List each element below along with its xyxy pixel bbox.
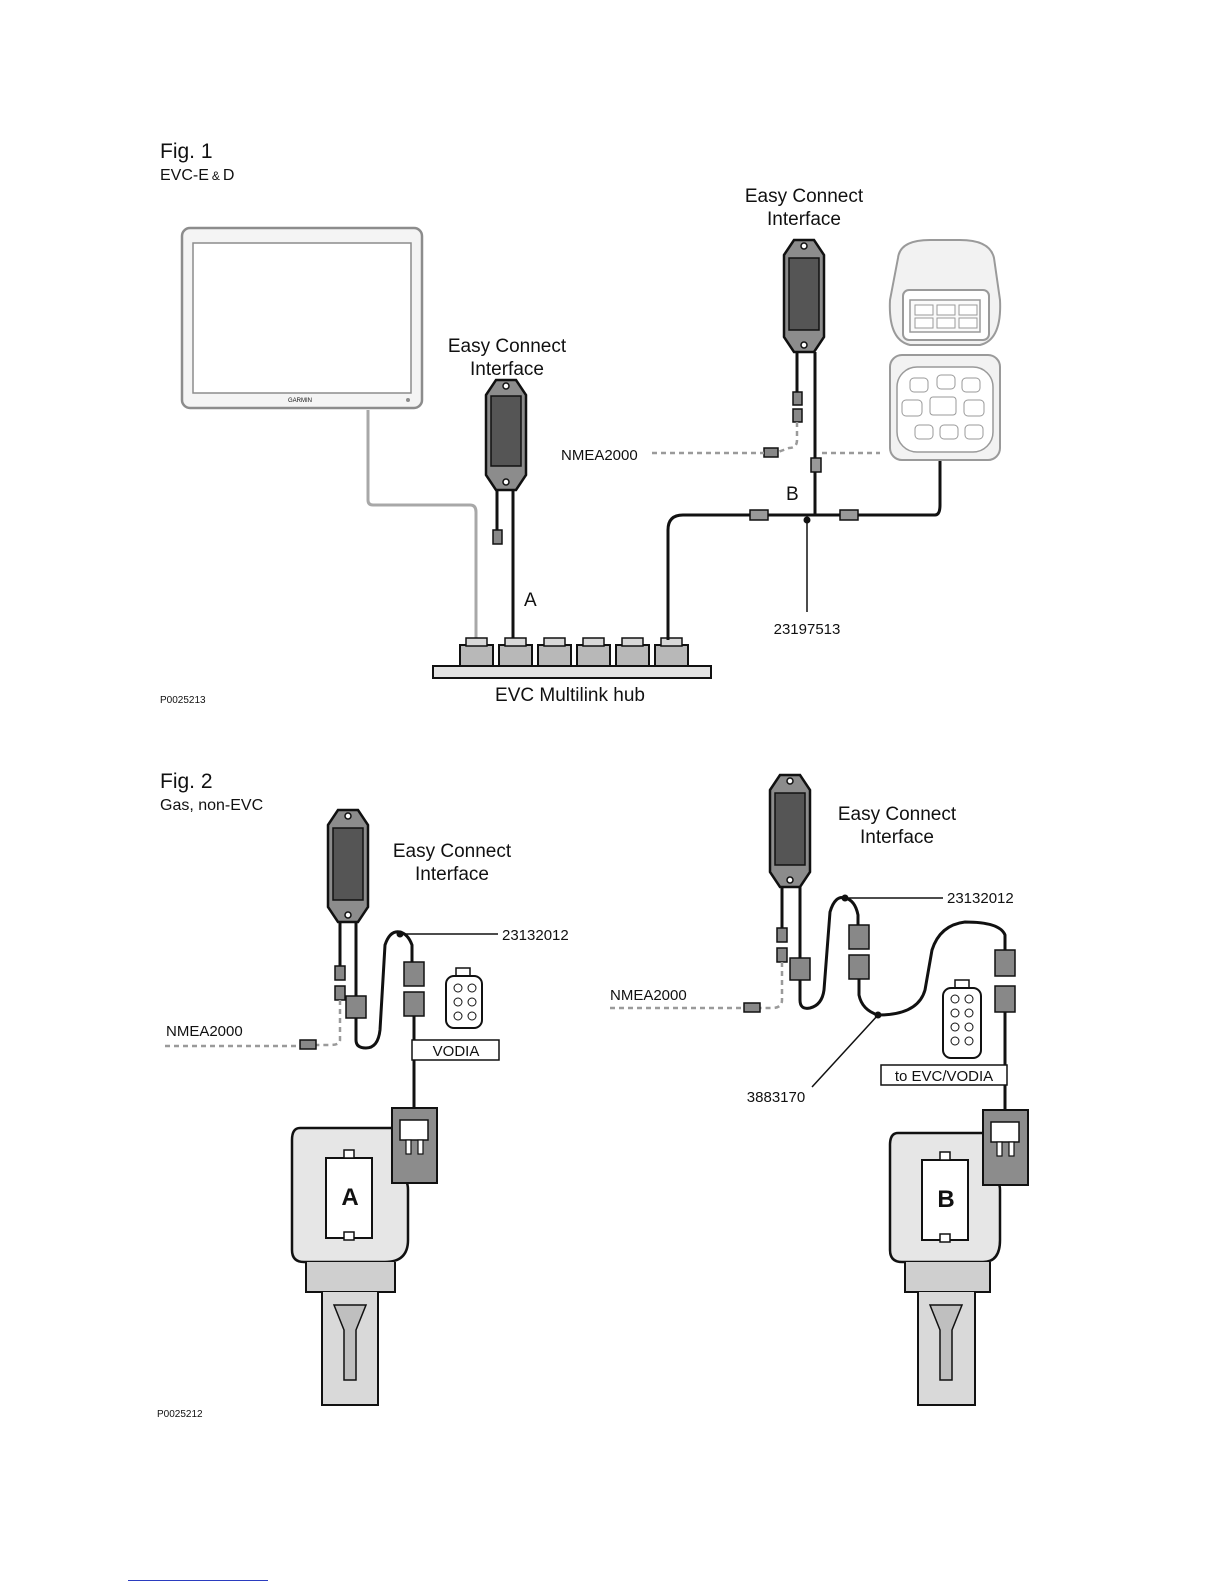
evc-multilink-hub xyxy=(433,638,711,678)
nmea-plug-icon xyxy=(744,1003,760,1012)
fig2-code: P0025212 xyxy=(157,1409,203,1420)
hub-label: EVC Multilink hub xyxy=(495,685,645,706)
evc-vodia-connector-icon-b xyxy=(943,980,981,1058)
module-label-b: B xyxy=(937,1186,954,1213)
fig2-subtitle: Gas, non-EVC xyxy=(160,797,263,814)
eci-a-label-line1: Easy Connect xyxy=(393,841,512,862)
fig1-subtitle: EVC-E&D xyxy=(160,167,234,184)
part-number-23197513: 23197513 xyxy=(774,621,841,638)
nmea-plug-icon xyxy=(300,1040,316,1049)
plug-icon xyxy=(493,530,502,544)
module-label-a: A xyxy=(341,1184,358,1211)
eci-right-label-line2: Interface xyxy=(767,209,841,230)
fig2-b-nmea-label: NMEA2000 xyxy=(610,987,687,1004)
display-brand: GARMIN xyxy=(288,398,312,404)
fig2-a-nmea-label: NMEA2000 xyxy=(166,1023,243,1040)
part-number-23132012-a: 23132012 xyxy=(502,927,569,944)
label-b: B xyxy=(786,484,799,505)
fig1-title: Fig. 1 xyxy=(160,140,213,163)
eci-a-label-line2: Interface xyxy=(415,864,489,885)
vodia-connector-icon-a xyxy=(446,968,482,1028)
fig1-code: P0025213 xyxy=(160,695,206,706)
eci-b-label-line1: Easy Connect xyxy=(838,804,957,825)
fig2-title: Fig. 2 xyxy=(160,770,213,793)
footer-rule xyxy=(128,1580,268,1581)
fig1-nmea-label: NMEA2000 xyxy=(561,447,638,464)
eci-left-label-line2: Interface xyxy=(470,359,544,380)
eci-module-right xyxy=(784,240,824,352)
garmin-display: GARMIN xyxy=(182,228,422,408)
eci-left-label-line1: Easy Connect xyxy=(448,336,567,357)
nmea-plug-icon xyxy=(764,448,778,457)
label-a: A xyxy=(524,590,537,611)
connector-icon xyxy=(750,510,768,520)
eci-b-label-line2: Interface xyxy=(860,827,934,848)
connector-icon xyxy=(840,510,858,520)
evc-vodia-label-b: to EVC/VODIA xyxy=(895,1068,993,1085)
vodia-label-a: VODIA xyxy=(433,1043,480,1060)
part-number-3883170: 3883170 xyxy=(747,1089,805,1106)
eci-right-label-line1: Easy Connect xyxy=(745,186,864,207)
eci-module-left xyxy=(486,380,526,490)
part-number-23132012-b: 23132012 xyxy=(947,890,1014,907)
fig2-panel xyxy=(150,762,1035,1427)
